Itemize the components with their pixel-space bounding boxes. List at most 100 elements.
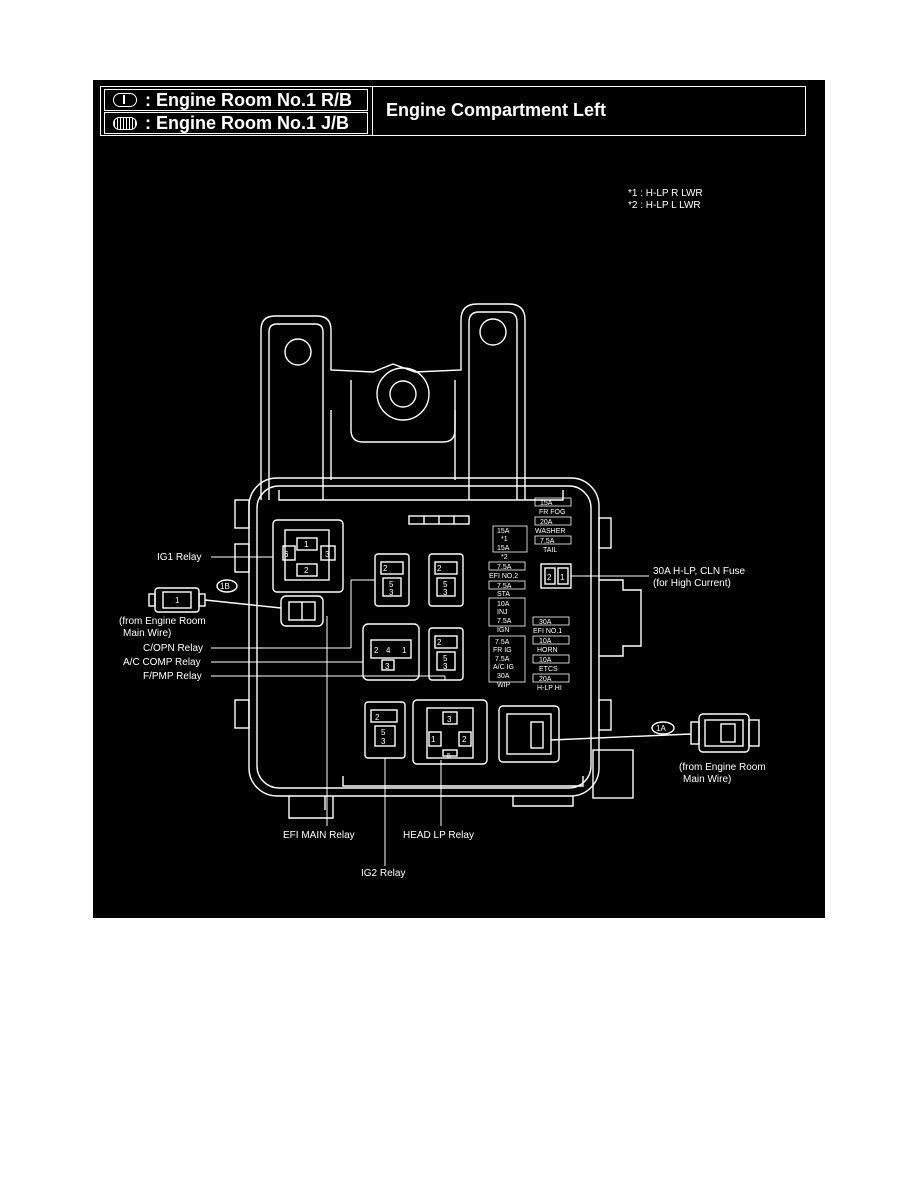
svg-text:2: 2 [437, 564, 442, 573]
svg-text:15A: 15A [497, 545, 510, 552]
svg-text:3: 3 [447, 715, 452, 724]
svg-text:1: 1 [304, 540, 309, 549]
ig1-relay: 1 6 3 2 [272, 519, 344, 593]
note-1: *1 : H-LP R LWR [628, 188, 703, 199]
svg-text:5: 5 [381, 728, 386, 737]
svg-text:1: 1 [560, 573, 565, 582]
fuse-labels: 15A FR FOG 20A WASHER 7.5A TAIL 15A *1 1… [488, 497, 572, 692]
svg-text:WIP: WIP [497, 682, 511, 689]
svg-text:5: 5 [389, 580, 394, 589]
svg-text:20A: 20A [540, 519, 553, 526]
svg-text:INJ: INJ [497, 609, 508, 616]
copn-relay-socket: 2 5 3 [374, 553, 410, 607]
svg-text:2: 2 [462, 735, 467, 744]
diagram-frame: : Engine Room No.1 R/B : Engine Room No.… [93, 80, 825, 918]
svg-text:1: 1 [175, 596, 180, 605]
svg-text:FR FOG: FR FOG [539, 509, 565, 516]
header-legend: : Engine Room No.1 R/B : Engine Room No.… [101, 87, 373, 135]
svg-text:EFI NO.1: EFI NO.1 [533, 628, 562, 635]
legend-row-jb: : Engine Room No.1 J/B [104, 112, 368, 134]
svg-text:FR IG: FR IG [493, 647, 512, 654]
svg-text:1: 1 [431, 735, 436, 744]
connector-1b-socket [280, 595, 324, 627]
jb-symbol-icon [113, 117, 137, 130]
svg-text:20A: 20A [539, 676, 552, 683]
svg-text:15A: 15A [497, 528, 510, 535]
ig2-relay-label: IG2 Relay [361, 868, 405, 879]
svg-text:7.5A: 7.5A [497, 564, 512, 571]
fpmp-relay-label: F/PMP Relay [143, 671, 202, 682]
svg-text:H-LP HI: H-LP HI [537, 685, 562, 692]
connector-1b-tag: 1B [220, 582, 230, 591]
legend-jb-label: : Engine Room No.1 J/B [145, 113, 350, 133]
ig2-relay: 2 5 3 [364, 701, 406, 759]
svg-text:3: 3 [443, 662, 448, 671]
svg-text:4: 4 [386, 646, 391, 655]
svg-text:3: 3 [381, 737, 386, 746]
svg-text:IGN: IGN [497, 627, 509, 634]
svg-text:7.5A: 7.5A [495, 656, 510, 663]
svg-text:7.5A: 7.5A [497, 583, 512, 590]
svg-text:2: 2 [304, 566, 309, 575]
svg-text:A/C IG: A/C IG [493, 664, 514, 671]
svg-text:EFI NO.2: EFI NO.2 [489, 573, 518, 580]
header-box: : Engine Room No.1 R/B : Engine Room No.… [100, 86, 806, 136]
svg-text:2: 2 [383, 564, 388, 573]
svg-text:3: 3 [325, 550, 330, 559]
efi-main-relay-label: EFI MAIN Relay [283, 830, 355, 841]
svg-text:1: 1 [402, 646, 407, 655]
svg-text:15A: 15A [540, 500, 553, 507]
note-2: *2 : H-LP L LWR [628, 200, 701, 211]
svg-text:10A: 10A [539, 657, 552, 664]
svg-text:*1: *1 [501, 536, 508, 543]
from-room-1a-line1: (from Engine Room [679, 762, 766, 773]
svg-text:5: 5 [443, 580, 448, 589]
legend-rb-label: : Engine Room No.1 R/B [145, 90, 352, 110]
svg-text:2: 2 [375, 713, 380, 722]
svg-text:2: 2 [374, 646, 379, 655]
legend-row-rb: : Engine Room No.1 R/B [104, 89, 368, 111]
connector-1a-plug [550, 713, 760, 753]
fuse-30a-line2: (for High Current) [653, 578, 731, 589]
svg-text:30A: 30A [497, 673, 510, 680]
ac-comp-relay-label: A/C COMP Relay [123, 657, 201, 668]
svg-text:10A: 10A [497, 601, 510, 608]
connector-1b-plug: 1 [148, 587, 282, 613]
svg-text:3: 3 [389, 588, 394, 597]
ig1-relay-label: IG1 Relay [157, 552, 201, 563]
svg-text:3: 3 [385, 662, 390, 671]
fuse-30a-socket: 2 1 [540, 563, 572, 589]
from-room-1a-line2: Main Wire) [683, 774, 731, 785]
svg-text:30A: 30A [539, 619, 552, 626]
svg-text:6: 6 [284, 550, 289, 559]
rb-symbol-icon [113, 93, 137, 107]
page-title: Engine Compartment Left [386, 100, 607, 120]
svg-text:ETCS: ETCS [539, 666, 558, 673]
head-lp-relay-label: HEAD LP Relay [403, 830, 474, 841]
efi-upper-relay-socket: 2 5 3 [428, 553, 464, 607]
svg-text:2: 2 [547, 573, 552, 582]
svg-text:TAIL: TAIL [543, 547, 557, 554]
svg-text:5: 5 [443, 654, 448, 663]
connector-1a-tag: 1A [656, 724, 666, 733]
fuse-box-body [234, 477, 642, 819]
fuse-30a-line1: 30A H-LP, CLN Fuse [653, 566, 746, 577]
fuse-box-diagram: *1 : H-LP R LWR *2 : H-LP L LWR [119, 188, 766, 879]
svg-text:WASHER: WASHER [535, 528, 565, 535]
svg-text:10A: 10A [539, 638, 552, 645]
svg-text:2: 2 [437, 638, 442, 647]
svg-text:7.5A: 7.5A [540, 538, 555, 545]
from-room-1b-line1: (from Engine Room [119, 616, 206, 627]
from-room-1b-line2: Main Wire) [123, 628, 171, 639]
connector-1a-socket [498, 705, 560, 763]
callout-labels: IG1 Relay (from Engine Room Main Wire) C… [119, 552, 766, 879]
svg-text:7.5A: 7.5A [495, 639, 510, 646]
leader-lines [211, 556, 649, 866]
svg-text:7.5A: 7.5A [497, 618, 512, 625]
svg-text:5: 5 [447, 753, 451, 760]
head-lp-relay: 3 1 2 5 [412, 699, 488, 765]
svg-text:STA: STA [497, 591, 510, 598]
mounting-bracket [260, 303, 526, 500]
svg-text:*2: *2 [501, 554, 508, 561]
copn-relay-label: C/OPN Relay [143, 643, 203, 654]
